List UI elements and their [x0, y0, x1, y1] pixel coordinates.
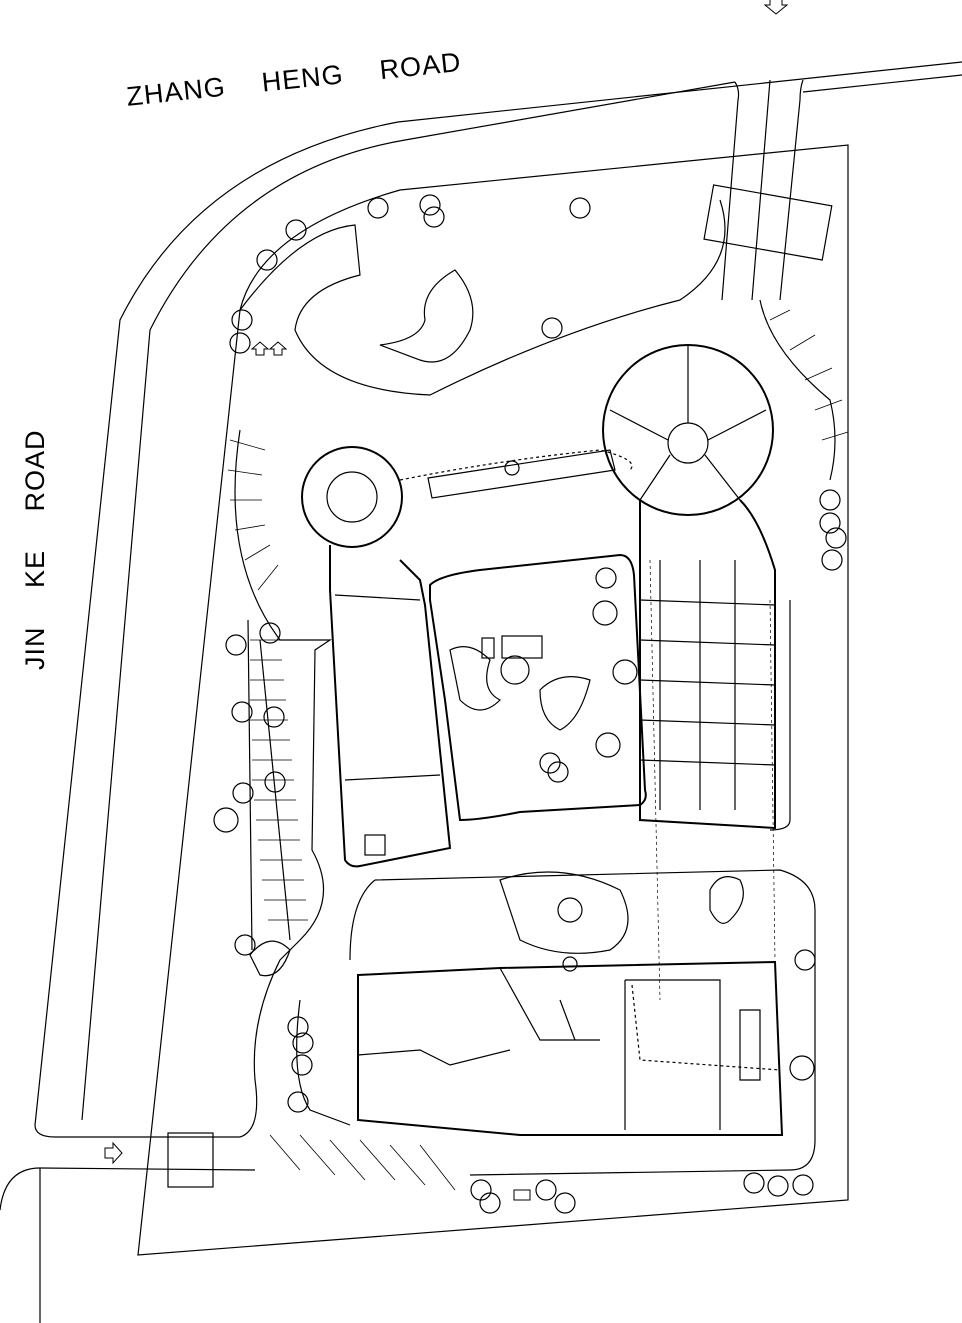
- road-south-edge: [0, 1167, 256, 1211]
- landscape-shapes: [249, 269, 744, 977]
- arrow-down-icon: [763, 0, 789, 15]
- road-outer-edge: [34, 61, 962, 1138]
- arrow-up-icon: [250, 341, 288, 356]
- entry-arrow-icons: [104, 0, 789, 1201]
- parking-stripes: [227, 309, 849, 1191]
- north-road-right: [802, 74, 962, 93]
- north-entry-road: [721, 79, 804, 301]
- inner-paths: [234, 199, 836, 1176]
- gate-north: [703, 184, 833, 261]
- building-north-east: [602, 344, 776, 830]
- roads: [0, 61, 962, 1323]
- road-label-jin-ke: JIN KE ROAD: [20, 429, 50, 670]
- trees: [213, 194, 847, 1214]
- road-inner-edge: [81, 81, 736, 1121]
- arrow-right-icon: [104, 1141, 123, 1165]
- building-south: [357, 559, 815, 1136]
- site-boundary: [137, 144, 849, 1256]
- building-north-west: [301, 446, 452, 868]
- courtyard: [399, 449, 647, 822]
- gate-south: [167, 1132, 214, 1188]
